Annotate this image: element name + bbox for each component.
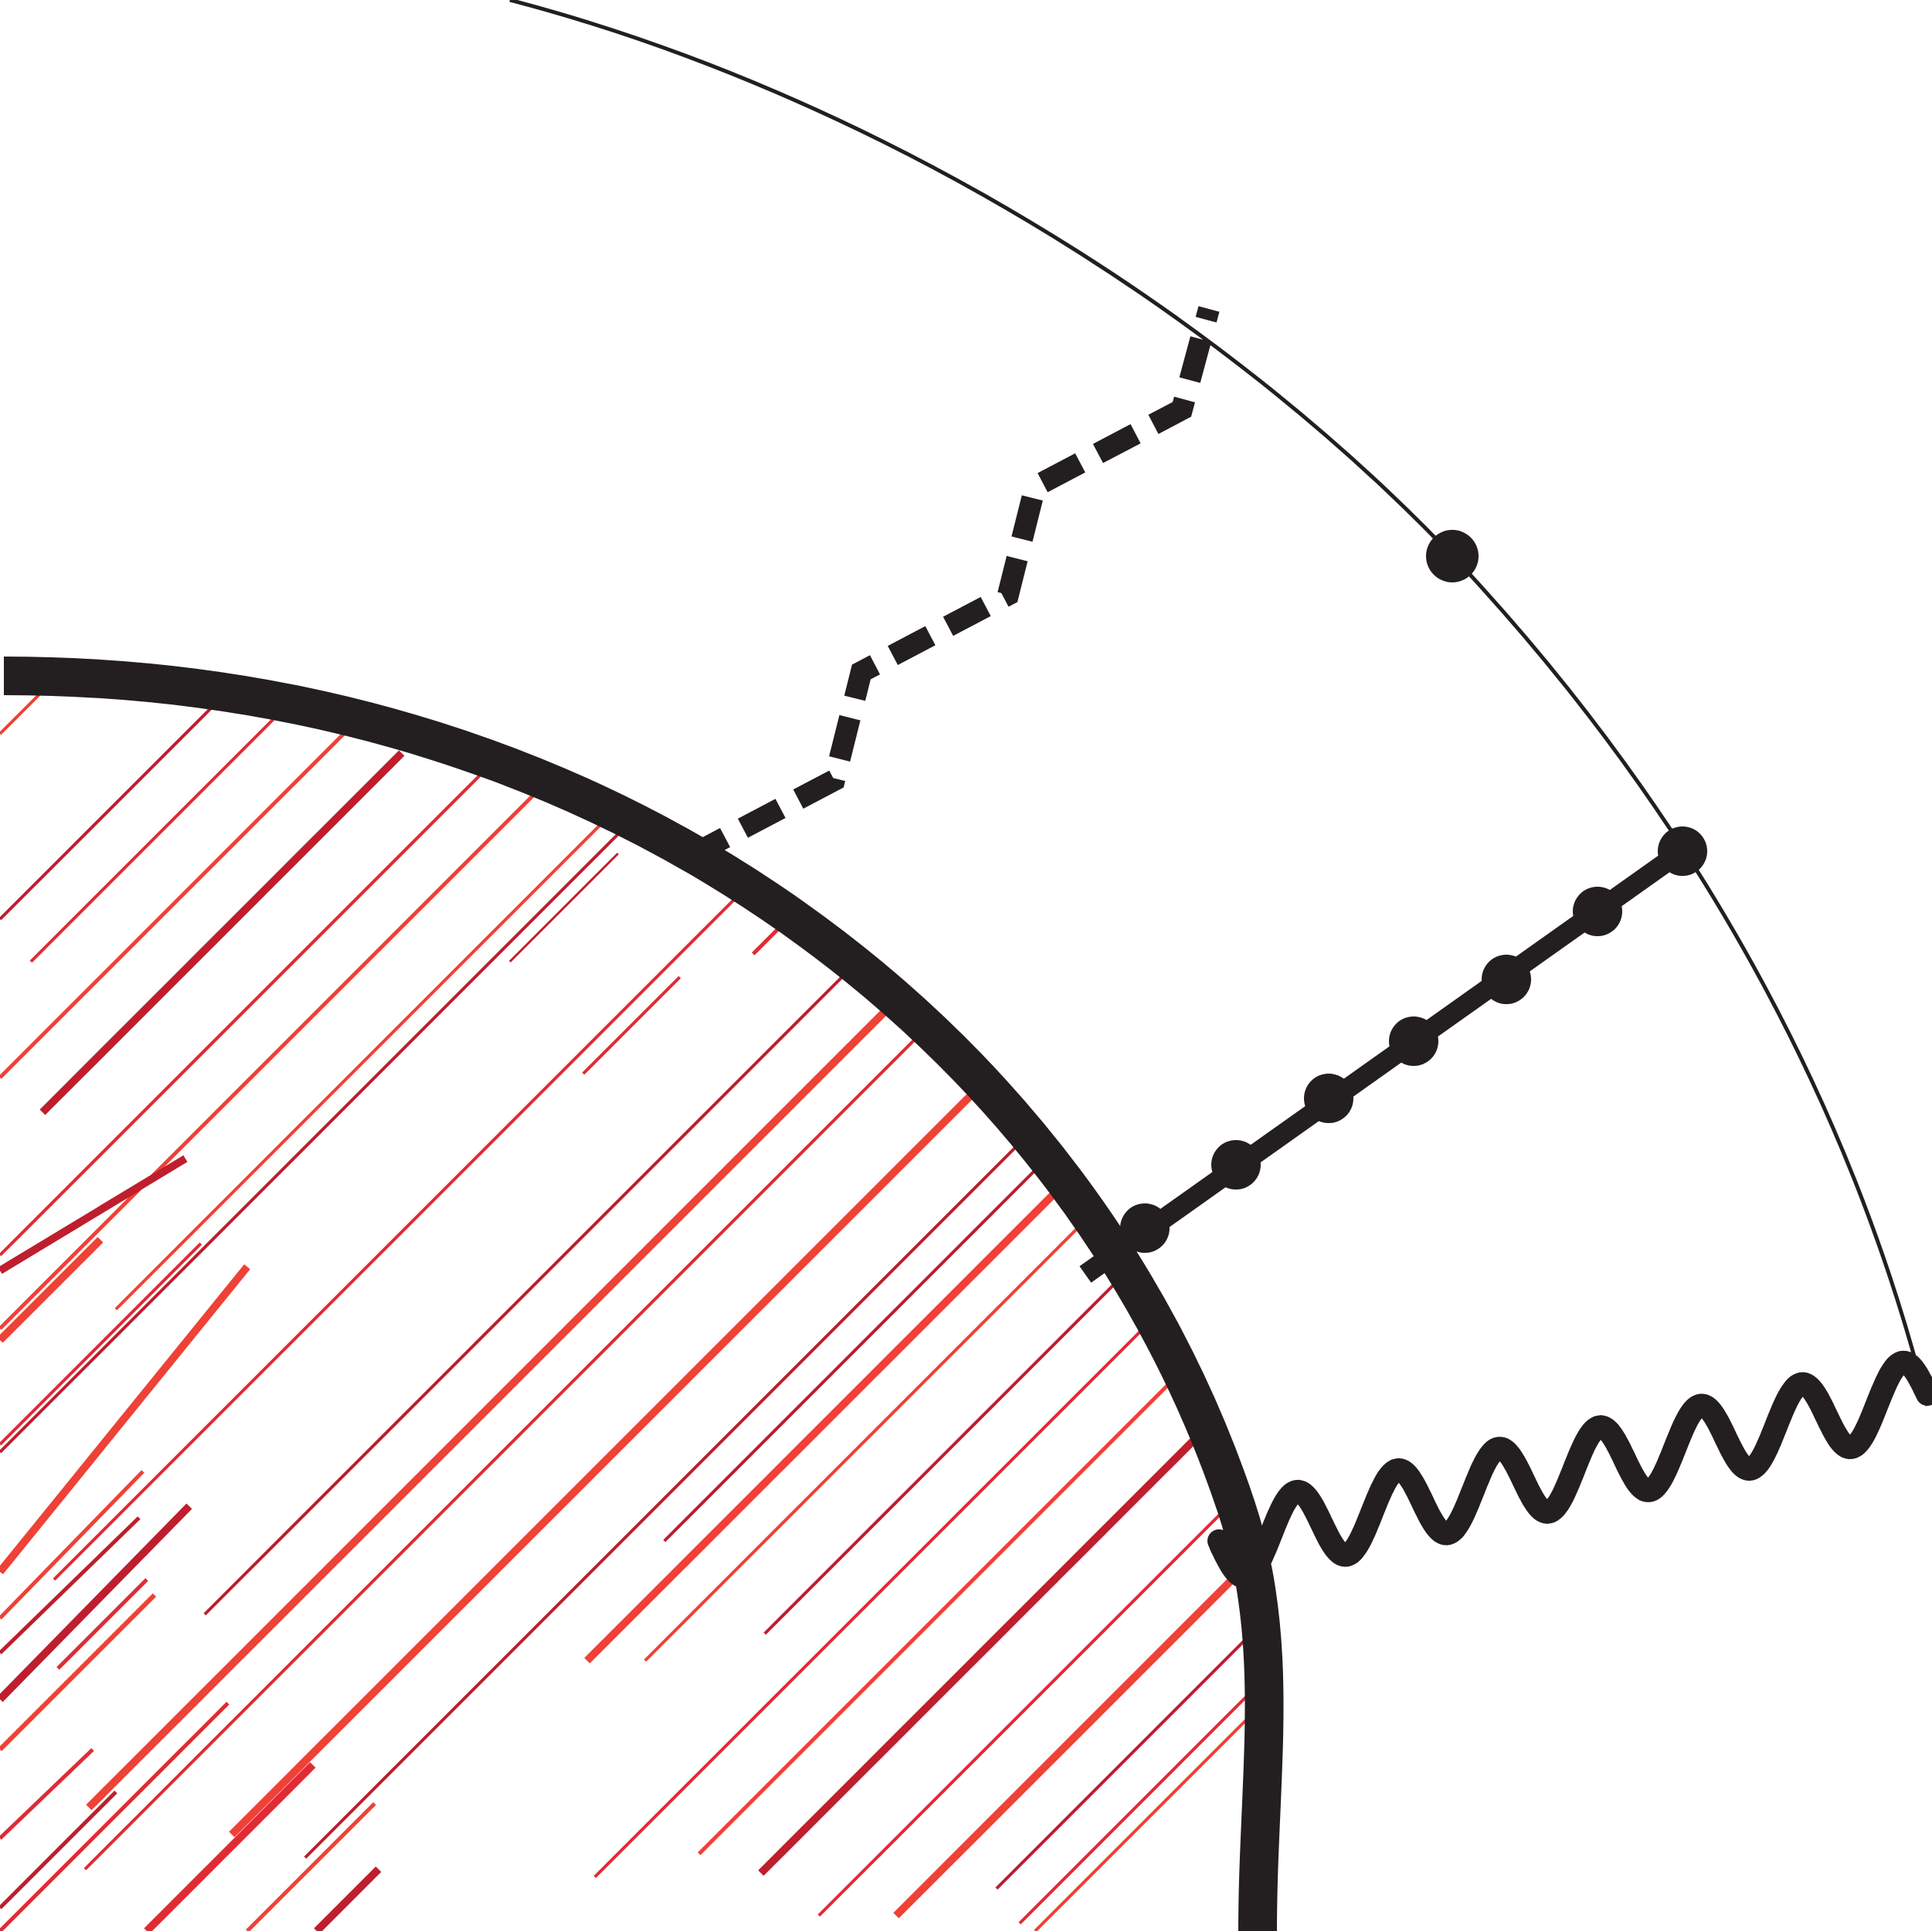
- red-streak: [0, 1516, 141, 1654]
- red-streak: [0, 1237, 104, 1343]
- red-streak: [0, 701, 218, 921]
- dashed-zigzag-path: [682, 306, 1220, 867]
- bead: [1658, 826, 1707, 876]
- red-streak: [593, 1250, 1222, 1878]
- red-streak: [0, 786, 542, 1330]
- red-streak: [304, 1018, 1145, 1859]
- red-streak: [698, 1308, 1245, 1855]
- red-streak: [0, 1242, 202, 1446]
- red-streak: [83, 964, 990, 1871]
- red-streak: [1034, 1690, 1275, 1931]
- inner-sphere-arc: [3, 657, 1284, 1931]
- red-streak: [246, 1802, 376, 1931]
- bead: [1482, 955, 1531, 1004]
- red-streak: [893, 1519, 1275, 1919]
- red-streak: [0, 1748, 94, 1840]
- red-streak: [144, 1762, 316, 1931]
- red-streak: [0, 1702, 229, 1931]
- red-streak: [229, 1013, 1054, 1838]
- red-streak: [582, 976, 681, 1075]
- wavy-photon-line: [1209, 1350, 1932, 1589]
- red-streak: [314, 1866, 382, 1931]
- red-streak: [663, 1099, 1106, 1542]
- bead: [1211, 1140, 1261, 1189]
- red-streak: [0, 1790, 117, 1909]
- bead: [1304, 1074, 1353, 1123]
- beads: [1120, 826, 1707, 1253]
- red-streak: [0, 1503, 192, 1702]
- red-streak: [0, 1593, 157, 1752]
- bead: [1120, 1203, 1170, 1253]
- red-streak: [29, 713, 280, 963]
- red-streak: [0, 1470, 144, 1620]
- bead: [1389, 1016, 1438, 1066]
- wavy-line-end-cap: [1207, 1529, 1231, 1553]
- red-streak: [39, 750, 405, 1115]
- red-streak: [0, 1264, 250, 1575]
- red-streak: [86, 966, 930, 1811]
- red-streak: [0, 1155, 188, 1274]
- red-streak: [584, 1101, 1146, 1664]
- red-streak: [56, 1578, 148, 1670]
- red-streak: [0, 728, 349, 1079]
- boundary-dot: [1426, 530, 1479, 582]
- red-streak: [817, 1481, 1253, 1917]
- red-streak: [508, 852, 620, 963]
- bead: [1573, 887, 1622, 936]
- red-streak: [1018, 1675, 1268, 1925]
